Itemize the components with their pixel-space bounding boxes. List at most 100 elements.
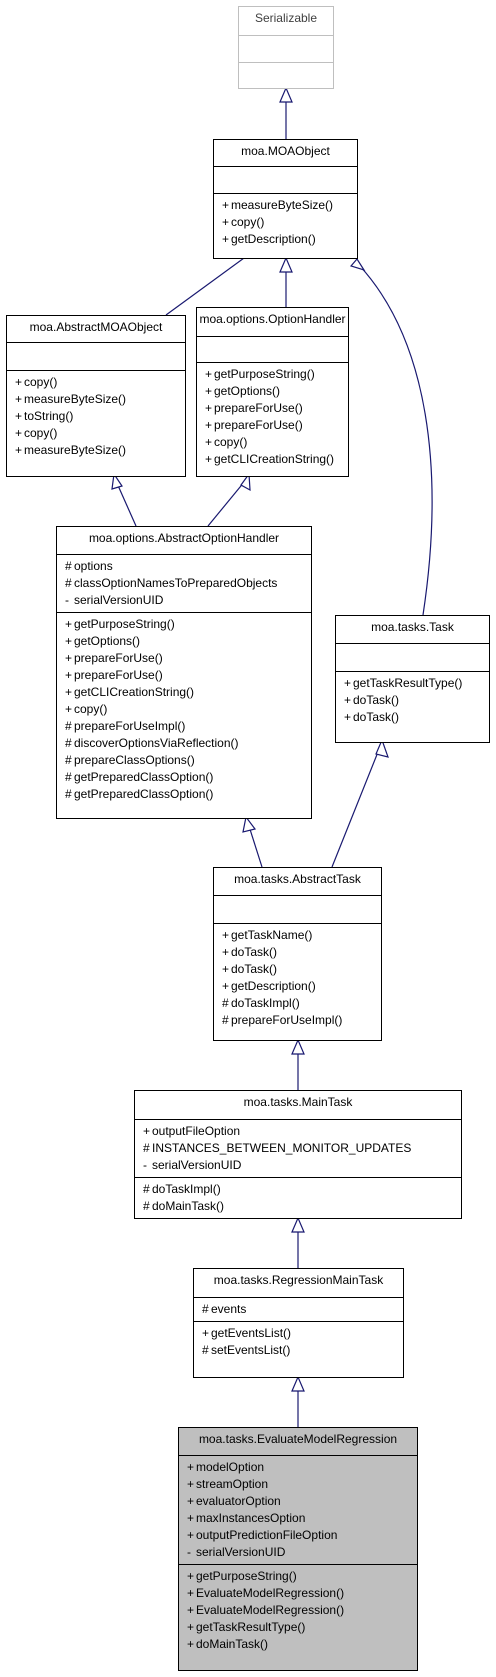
method-name: doTask() xyxy=(231,962,278,976)
visibility-marker: # xyxy=(143,1199,150,1213)
visibility-marker: + xyxy=(187,1528,195,1542)
visibility-marker: # xyxy=(65,787,72,801)
class-moaobject[interactable]: moa.MOAObject+measureByteSize()+copy()+g… xyxy=(213,139,358,259)
attributes-section xyxy=(214,167,357,194)
method-name: getEventsList() xyxy=(211,1326,292,1340)
method-row: +getTaskResultType() xyxy=(187,1619,417,1636)
attribute-name: maxInstancesOption xyxy=(196,1511,306,1525)
attribute-name: options xyxy=(74,559,113,573)
method-row: #prepareForUseImpl() xyxy=(222,1012,381,1029)
attribute-row: +maxInstancesOption xyxy=(187,1510,417,1527)
attribute-name: outputPredictionFileOption xyxy=(196,1528,338,1542)
method-row: +prepareForUse() xyxy=(205,417,348,434)
class-serializable[interactable]: Serializable xyxy=(238,6,334,89)
visibility-marker: # xyxy=(202,1343,209,1357)
method-name: getPreparedClassOption() xyxy=(74,787,214,801)
method-row: +getPurposeString() xyxy=(205,366,348,383)
method-row: +doTask() xyxy=(222,961,381,978)
visibility-marker: + xyxy=(205,384,213,398)
method-row: +copy() xyxy=(205,434,348,451)
class-abstractmoaobject[interactable]: moa.AbstractMOAObject+copy()+measureByte… xyxy=(6,315,186,477)
attribute-row: +modelOption xyxy=(187,1459,417,1476)
class-evaluatemodelregression[interactable]: moa.tasks.EvaluateModelRegression+modelO… xyxy=(178,1427,418,1671)
visibility-marker: + xyxy=(65,634,73,648)
method-row: +copy() xyxy=(222,214,357,231)
visibility-marker: + xyxy=(187,1494,195,1508)
visibility-marker: + xyxy=(15,426,23,440)
method-name: prepareForUse() xyxy=(214,418,303,432)
visibility-marker: + xyxy=(187,1460,195,1474)
class-abstractoptionhandler[interactable]: moa.options.AbstractOptionHandler#option… xyxy=(56,526,312,819)
method-name: doTask() xyxy=(231,945,278,959)
arrowhead-serializable xyxy=(279,86,293,103)
method-row: +doTask() xyxy=(344,709,489,726)
attribute-name: evaluatorOption xyxy=(196,1494,281,1508)
attributes-section xyxy=(239,36,333,63)
method-row: +toString() xyxy=(15,408,185,425)
attribute-row: +evaluatorOption xyxy=(187,1493,417,1510)
attribute-row: #events xyxy=(202,1301,403,1318)
method-name: doMainTask() xyxy=(152,1199,225,1213)
method-name: copy() xyxy=(74,702,108,716)
visibility-marker: + xyxy=(187,1603,195,1617)
attribute-name: classOptionNamesToPreparedObjects xyxy=(74,576,278,590)
method-name: getPurposeString() xyxy=(214,367,315,381)
method-name: getCLICreationString() xyxy=(74,685,195,699)
methods-section: +copy()+measureByteSize()+toString()+cop… xyxy=(7,371,185,462)
method-row: #prepareForUseImpl() xyxy=(65,718,311,735)
attribute-name: outputFileOption xyxy=(152,1124,241,1138)
visibility-marker: # xyxy=(222,996,229,1010)
visibility-marker: + xyxy=(344,710,352,724)
visibility-marker: + xyxy=(222,979,230,993)
method-row: +getDescription() xyxy=(222,231,357,248)
visibility-marker: + xyxy=(222,945,230,959)
visibility-marker: + xyxy=(222,928,230,942)
visibility-marker: + xyxy=(65,702,73,716)
visibility-marker: # xyxy=(65,736,72,750)
method-row: #doMainTask() xyxy=(143,1198,461,1215)
visibility-marker: # xyxy=(222,1013,229,1027)
method-name: getDescription() xyxy=(231,232,316,246)
class-abstracttask[interactable]: moa.tasks.AbstractTask+getTaskName()+doT… xyxy=(213,867,382,1041)
visibility-marker: + xyxy=(15,409,23,423)
visibility-marker: + xyxy=(344,693,352,707)
visibility-marker: # xyxy=(65,559,72,573)
arrowhead-abstractmoaobject xyxy=(111,472,123,490)
class-task[interactable]: moa.tasks.Task+getTaskResultType()+doTas… xyxy=(335,615,490,743)
attribute-name: INSTANCES_BETWEEN_MONITOR_UPDATES xyxy=(152,1141,412,1155)
method-row: +doTask() xyxy=(344,692,489,709)
method-name: doTask() xyxy=(353,710,400,724)
method-row: #setEventsList() xyxy=(202,1342,403,1359)
attribute-name: serialVersionUID xyxy=(74,593,164,607)
arrowhead-abstractoptionhandler xyxy=(242,815,257,833)
visibility-marker: + xyxy=(205,367,213,381)
arrowhead-moaobject-right xyxy=(349,257,366,272)
method-name: copy() xyxy=(231,215,265,229)
method-name: prepareForUse() xyxy=(74,668,163,682)
class-name: Serializable xyxy=(239,7,333,36)
method-row: +getPurposeString() xyxy=(65,616,311,633)
visibility-marker: + xyxy=(205,435,213,449)
method-row: +copy() xyxy=(15,374,185,391)
visibility-marker: + xyxy=(222,215,230,229)
method-name: measureByteSize() xyxy=(231,198,334,212)
visibility-marker: + xyxy=(187,1477,195,1491)
method-row: +doTask() xyxy=(222,944,381,961)
method-row: #getPreparedClassOption() xyxy=(65,786,311,803)
arrowhead-regressionmaintask xyxy=(291,1375,305,1392)
visibility-marker: # xyxy=(202,1302,209,1316)
class-maintask[interactable]: moa.tasks.MainTask+outputFileOption#INST… xyxy=(134,1090,462,1219)
visibility-marker: + xyxy=(344,676,352,690)
attribute-row: -serialVersionUID xyxy=(65,592,311,609)
methods-section: +getPurposeString()+EvaluateModelRegress… xyxy=(179,1565,417,1656)
method-row: +copy() xyxy=(65,701,311,718)
method-name: EvaluateModelRegression() xyxy=(196,1586,345,1600)
attribute-name: events xyxy=(211,1302,247,1316)
method-name: prepareForUse() xyxy=(74,651,163,665)
visibility-marker: # xyxy=(65,719,72,733)
method-name: doTask() xyxy=(353,693,400,707)
class-regressionmaintask[interactable]: moa.tasks.RegressionMainTask#events+getE… xyxy=(193,1268,404,1378)
class-optionhandler[interactable]: moa.options.OptionHandler+getPurposeStri… xyxy=(196,307,349,477)
visibility-marker: + xyxy=(15,443,23,457)
methods-section: +getEventsList()#setEventsList() xyxy=(194,1322,403,1362)
